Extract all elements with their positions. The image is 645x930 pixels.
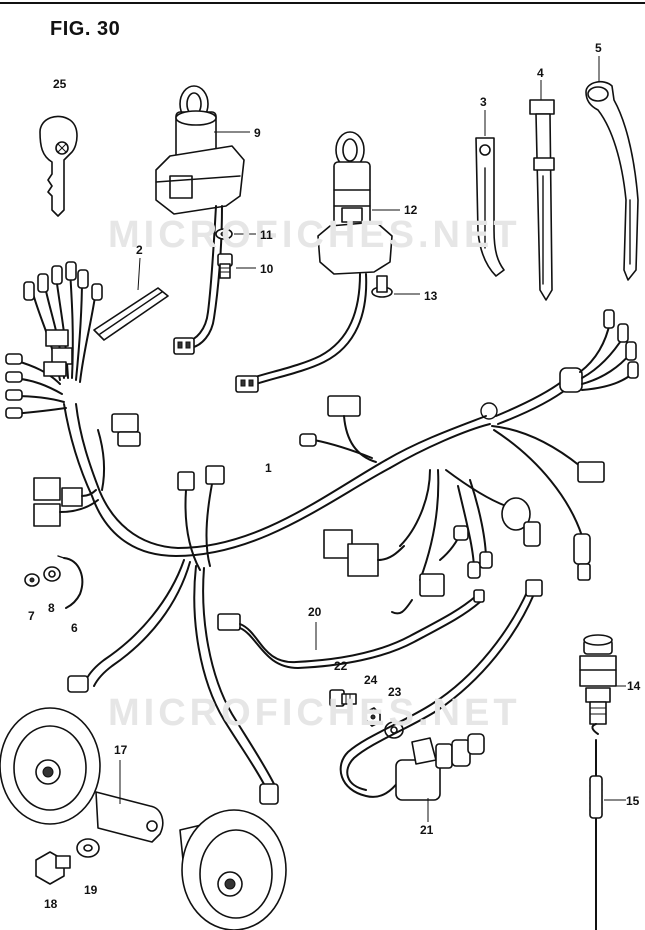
callout-1: 1 [265,461,272,475]
callout-10: 10 [260,262,274,276]
callout-25: 25 [53,77,67,91]
nut-part-24 [365,707,381,727]
washer-part-11 [215,228,256,240]
callout-8: 8 [48,601,55,615]
key-part-25 [39,115,78,217]
callout-24: 24 [364,673,378,687]
callout-22: 22 [334,659,348,673]
callout-19: 19 [84,883,98,897]
callout-17: 17 [114,743,128,757]
callout-18: 18 [44,897,58,911]
strap-part-3 [475,110,505,277]
ignition-switch-part-9 [155,85,250,355]
callout-13: 13 [424,289,438,303]
bolt-part-22 [329,689,357,707]
horn-part-17 [0,707,164,843]
screw-part-7 [24,573,40,587]
steering-lock-part-12 [235,131,400,393]
callout-21: 21 [420,823,434,837]
connector-block-part-2 [93,257,169,341]
callout-9: 9 [254,126,261,140]
screw-part-13 [371,275,420,298]
wiring-harness-part-1 [5,261,639,805]
callout-20: 20 [308,605,322,619]
figure-title: FIG. 30 [50,18,121,40]
callout-2: 2 [136,243,143,257]
callout-6: 6 [71,621,78,635]
callout-3: 3 [480,95,487,109]
switch-part-21 [339,579,543,822]
cable-part-15 [589,723,626,930]
horn-part-17-second [179,809,287,930]
clamp-tie-part-5 [585,56,639,281]
callout-15: 15 [626,794,640,808]
watermark-bottom: MICROFICHES.NET [108,692,521,734]
lead-wire-part-20 [217,589,485,669]
watermark-top: MICROFICHES.NET [108,214,521,256]
callout-5: 5 [595,41,602,55]
callout-11: 11 [260,228,273,242]
washer-part-19 [76,838,100,858]
callout-7: 7 [28,609,35,623]
callout-12: 12 [404,203,418,217]
clip-part-6 [57,555,84,609]
bolt-part-10 [217,253,256,279]
callout-23: 23 [388,685,402,699]
callout-4: 4 [537,66,544,80]
cable-tie-part-4 [529,80,555,301]
callout-14: 14 [627,679,641,693]
bolt-part-18 [35,851,71,885]
washer-part-8 [43,566,61,582]
pressure-switch-part-14 [579,634,626,725]
